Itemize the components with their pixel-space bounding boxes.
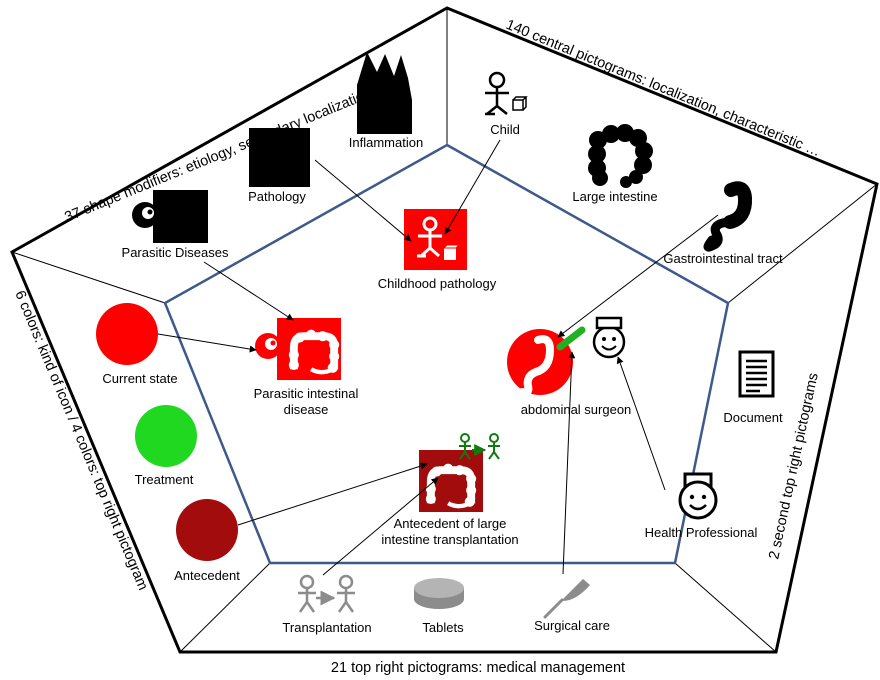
inner-pentagon xyxy=(163,143,730,565)
current-state-label: Current state xyxy=(102,371,177,386)
outer-pentagon xyxy=(10,6,879,654)
section-label-right: 2 second top right pictograms xyxy=(766,371,822,560)
gastrointestinal-tract-label: Gastrointestinal tract xyxy=(663,251,783,266)
parasitic-intestinal-label-2: disease xyxy=(284,402,329,417)
parasitic-diseases-label: Parasitic Diseases xyxy=(122,245,229,260)
child-icon xyxy=(485,71,528,116)
document-label: Document xyxy=(723,410,783,425)
surgical-care-icon xyxy=(543,579,590,619)
inflammation-icon xyxy=(357,52,412,134)
large-intestine-icon xyxy=(588,124,653,188)
tablets-icon xyxy=(414,578,464,609)
transplantation-icon xyxy=(298,574,355,613)
document-icon xyxy=(738,350,775,398)
current-state-circle xyxy=(96,303,158,365)
childhood-pathology-label: Childhood pathology xyxy=(378,276,497,291)
antecedent-label: Antecedent xyxy=(174,568,240,583)
antecedent-transplant-icon xyxy=(419,433,500,512)
child-label: Child xyxy=(490,122,520,137)
abdominal-surgeon-label: abdominal surgeon xyxy=(521,402,632,417)
parasitic-square-icon xyxy=(132,190,208,243)
tablets-label: Tablets xyxy=(422,620,464,635)
antecedent-transplant-label-1: Antecedent of large xyxy=(394,516,507,531)
treatment-label: Treatment xyxy=(135,472,194,487)
gastrointestinal-tract-icon xyxy=(703,181,753,252)
health-professional-icon xyxy=(678,472,718,520)
pathology-label: Pathology xyxy=(248,189,306,204)
section-label-top-right: 140 central pictograms: localization, ch… xyxy=(503,17,822,160)
inflammation-label: Inflammation xyxy=(349,135,423,150)
section-label-top-left: 37 shape modifiers: etiology, secondary … xyxy=(62,80,387,226)
section-label-bottom: 21 top right pictograms: medical managem… xyxy=(331,660,625,676)
antecedent-transplant-label-2: intestine transplantation xyxy=(381,532,518,547)
spokes xyxy=(11,8,878,653)
antecedent-circle xyxy=(176,499,238,561)
pathology-square-icon xyxy=(249,128,310,187)
health-professional-label: Health Professional xyxy=(645,525,758,540)
childhood-pathology-icon xyxy=(404,209,467,270)
parasitic-intestinal-label-1: Parasitic intestinal xyxy=(254,386,359,401)
transplantation-label: Transplantation xyxy=(282,620,371,635)
large-intestine-label: Large intestine xyxy=(572,189,657,204)
abdominal-surgeon-icon xyxy=(507,316,626,397)
surgical-care-label: Surgical care xyxy=(534,618,610,633)
parasitic-intestinal-disease-icon xyxy=(255,318,341,380)
treatment-circle xyxy=(135,405,197,467)
arrows xyxy=(157,139,719,576)
